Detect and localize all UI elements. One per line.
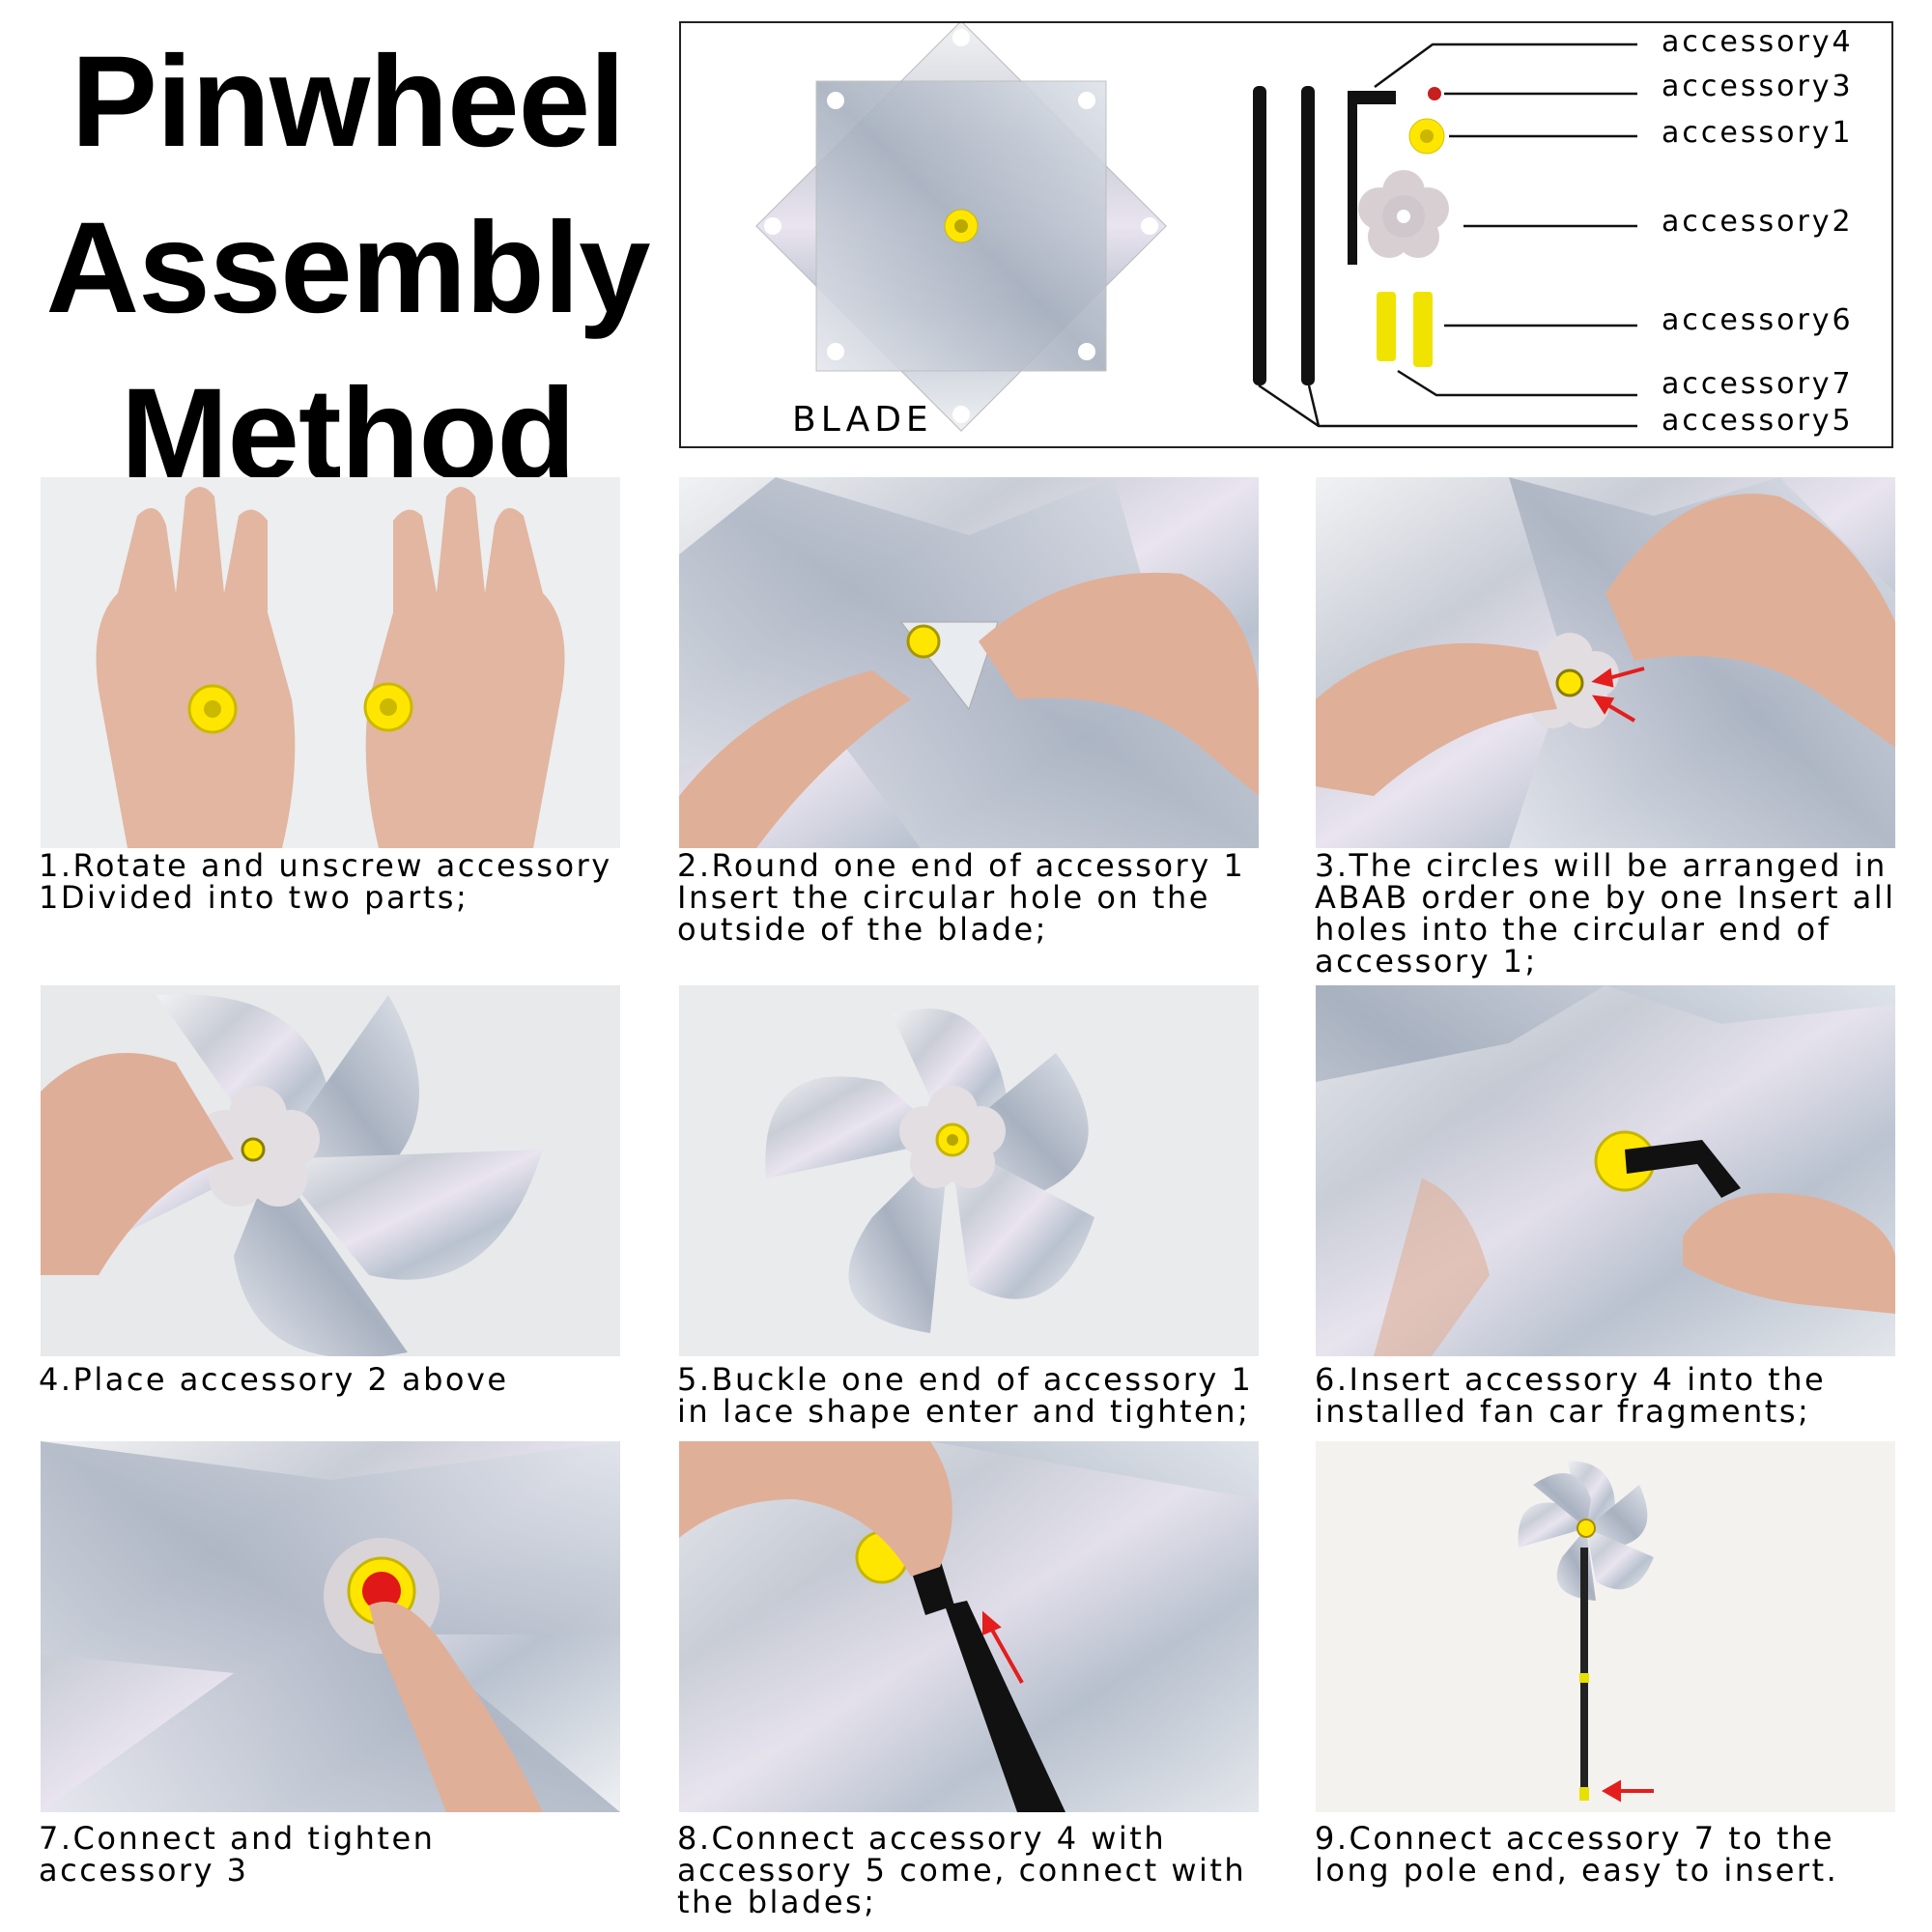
pole-1 xyxy=(1253,86,1266,385)
accessory7-label: accessory7 xyxy=(1662,367,1854,401)
accessory4-label: accessory4 xyxy=(1662,25,1854,59)
step-7-photo xyxy=(41,1441,620,1812)
pole-2 xyxy=(1301,86,1315,385)
step-4-photo xyxy=(41,985,620,1356)
step-6-caption: 6.Insert accessory 4 into the installed … xyxy=(1315,1361,1827,1430)
blade-illustration xyxy=(755,23,1167,432)
parts-diagram: BLADE accessory4 accessory3 accessory1 a… xyxy=(679,21,1893,448)
step-8-photo xyxy=(679,1441,1259,1812)
accessory6-sleeve-2 xyxy=(1413,292,1433,367)
step-9-photo xyxy=(1316,1441,1895,1812)
step-3-caption: 3.The circles will be arranged in ABAB o… xyxy=(1315,847,1896,980)
step-2-photo xyxy=(679,477,1259,848)
accessory3-label: accessory3 xyxy=(1662,70,1854,103)
accessory3-cap xyxy=(1428,87,1441,100)
step-5-photo xyxy=(679,985,1259,1356)
step-4-caption: 4.Place accessory 2 above xyxy=(39,1361,509,1398)
step-2-caption: 2.Round one end of accessory 1 Insert th… xyxy=(677,847,1246,948)
page-title: Pinwheel Assembly Method xyxy=(19,19,676,518)
accessory1-label: accessory1 xyxy=(1662,116,1854,150)
blade-label: BLADE xyxy=(792,400,933,440)
title-line-1: Pinwheel xyxy=(71,30,626,174)
step-5-caption: 5.Buckle one end of accessory 1 in lace … xyxy=(677,1361,1254,1430)
accessory6-label: accessory6 xyxy=(1662,303,1854,337)
accessory4-shaft xyxy=(1348,91,1396,265)
accessory2-flower xyxy=(1358,170,1449,258)
accessory2-label: accessory2 xyxy=(1662,205,1854,239)
step-7-caption: 7.Connect and tighten accessory 3 xyxy=(39,1820,436,1889)
step-6-photo xyxy=(1316,985,1895,1356)
step-1-caption: 1.Rotate and unscrew accessory 1Divided … xyxy=(39,847,612,916)
step-3-photo xyxy=(1316,477,1895,848)
parts-illustration xyxy=(755,23,1637,432)
step-1-photo xyxy=(41,477,620,848)
step-8-caption: 8.Connect accessory 4 with accessory 5 c… xyxy=(677,1820,1247,1920)
step-9-caption: 9.Connect accessory 7 to the long pole e… xyxy=(1315,1820,1839,1889)
accessory5-label: accessory5 xyxy=(1662,404,1854,438)
title-line-2: Assembly xyxy=(45,196,650,340)
accessory6-sleeve-1 xyxy=(1377,292,1396,361)
